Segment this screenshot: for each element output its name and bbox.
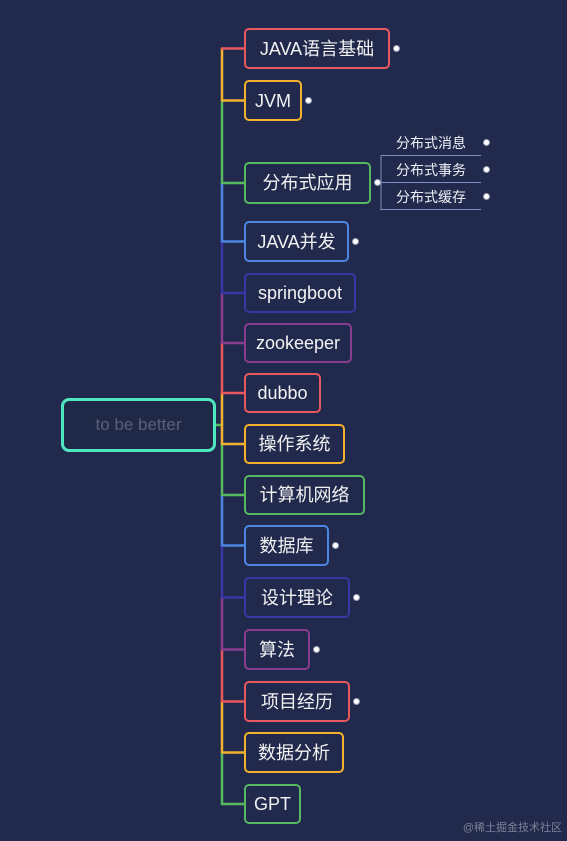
- branch-node-10[interactable]: 数据库: [244, 525, 329, 566]
- expand-toggle-icon[interactable]: [353, 697, 360, 705]
- expand-toggle-icon[interactable]: [305, 96, 312, 104]
- branch-node-11[interactable]: 设计理论: [244, 577, 350, 618]
- branch-node-15[interactable]: GPT: [244, 784, 301, 824]
- sub-node-3[interactable]: 分布式缓存: [381, 184, 481, 210]
- branch-node-1[interactable]: JAVA语言基础: [244, 28, 390, 69]
- expand-toggle-icon[interactable]: [332, 541, 339, 549]
- branch-node-4[interactable]: JAVA并发: [244, 221, 349, 262]
- expand-toggle-icon[interactable]: [483, 193, 490, 200]
- branch-node-7[interactable]: dubbo: [244, 373, 321, 413]
- expand-toggle-icon[interactable]: [352, 237, 359, 245]
- branch-node-5[interactable]: springboot: [244, 273, 356, 313]
- sub-node-2[interactable]: 分布式事务: [381, 157, 481, 183]
- branch-node-12[interactable]: 算法: [244, 629, 310, 670]
- expand-toggle-icon[interactable]: [483, 166, 490, 173]
- expand-toggle-icon[interactable]: [353, 593, 360, 601]
- branch-node-6[interactable]: zookeeper: [244, 323, 352, 363]
- sub-node-1[interactable]: 分布式消息: [381, 130, 481, 156]
- branch-node-3[interactable]: 分布式应用: [244, 162, 371, 204]
- branch-node-9[interactable]: 计算机网络: [244, 475, 365, 515]
- branch-node-8[interactable]: 操作系统: [244, 424, 345, 464]
- branch-node-14[interactable]: 数据分析: [244, 732, 344, 773]
- root-node[interactable]: to be better: [61, 398, 216, 452]
- expand-toggle-icon[interactable]: [393, 44, 400, 52]
- branch-node-13[interactable]: 项目经历: [244, 681, 350, 722]
- expand-toggle-icon[interactable]: [483, 139, 490, 146]
- collapse-toggle-icon[interactable]: [374, 179, 381, 186]
- branch-node-2[interactable]: JVM: [244, 80, 302, 121]
- watermark: @稀土掘金技术社区: [462, 822, 562, 834]
- expand-toggle-icon[interactable]: [313, 645, 320, 653]
